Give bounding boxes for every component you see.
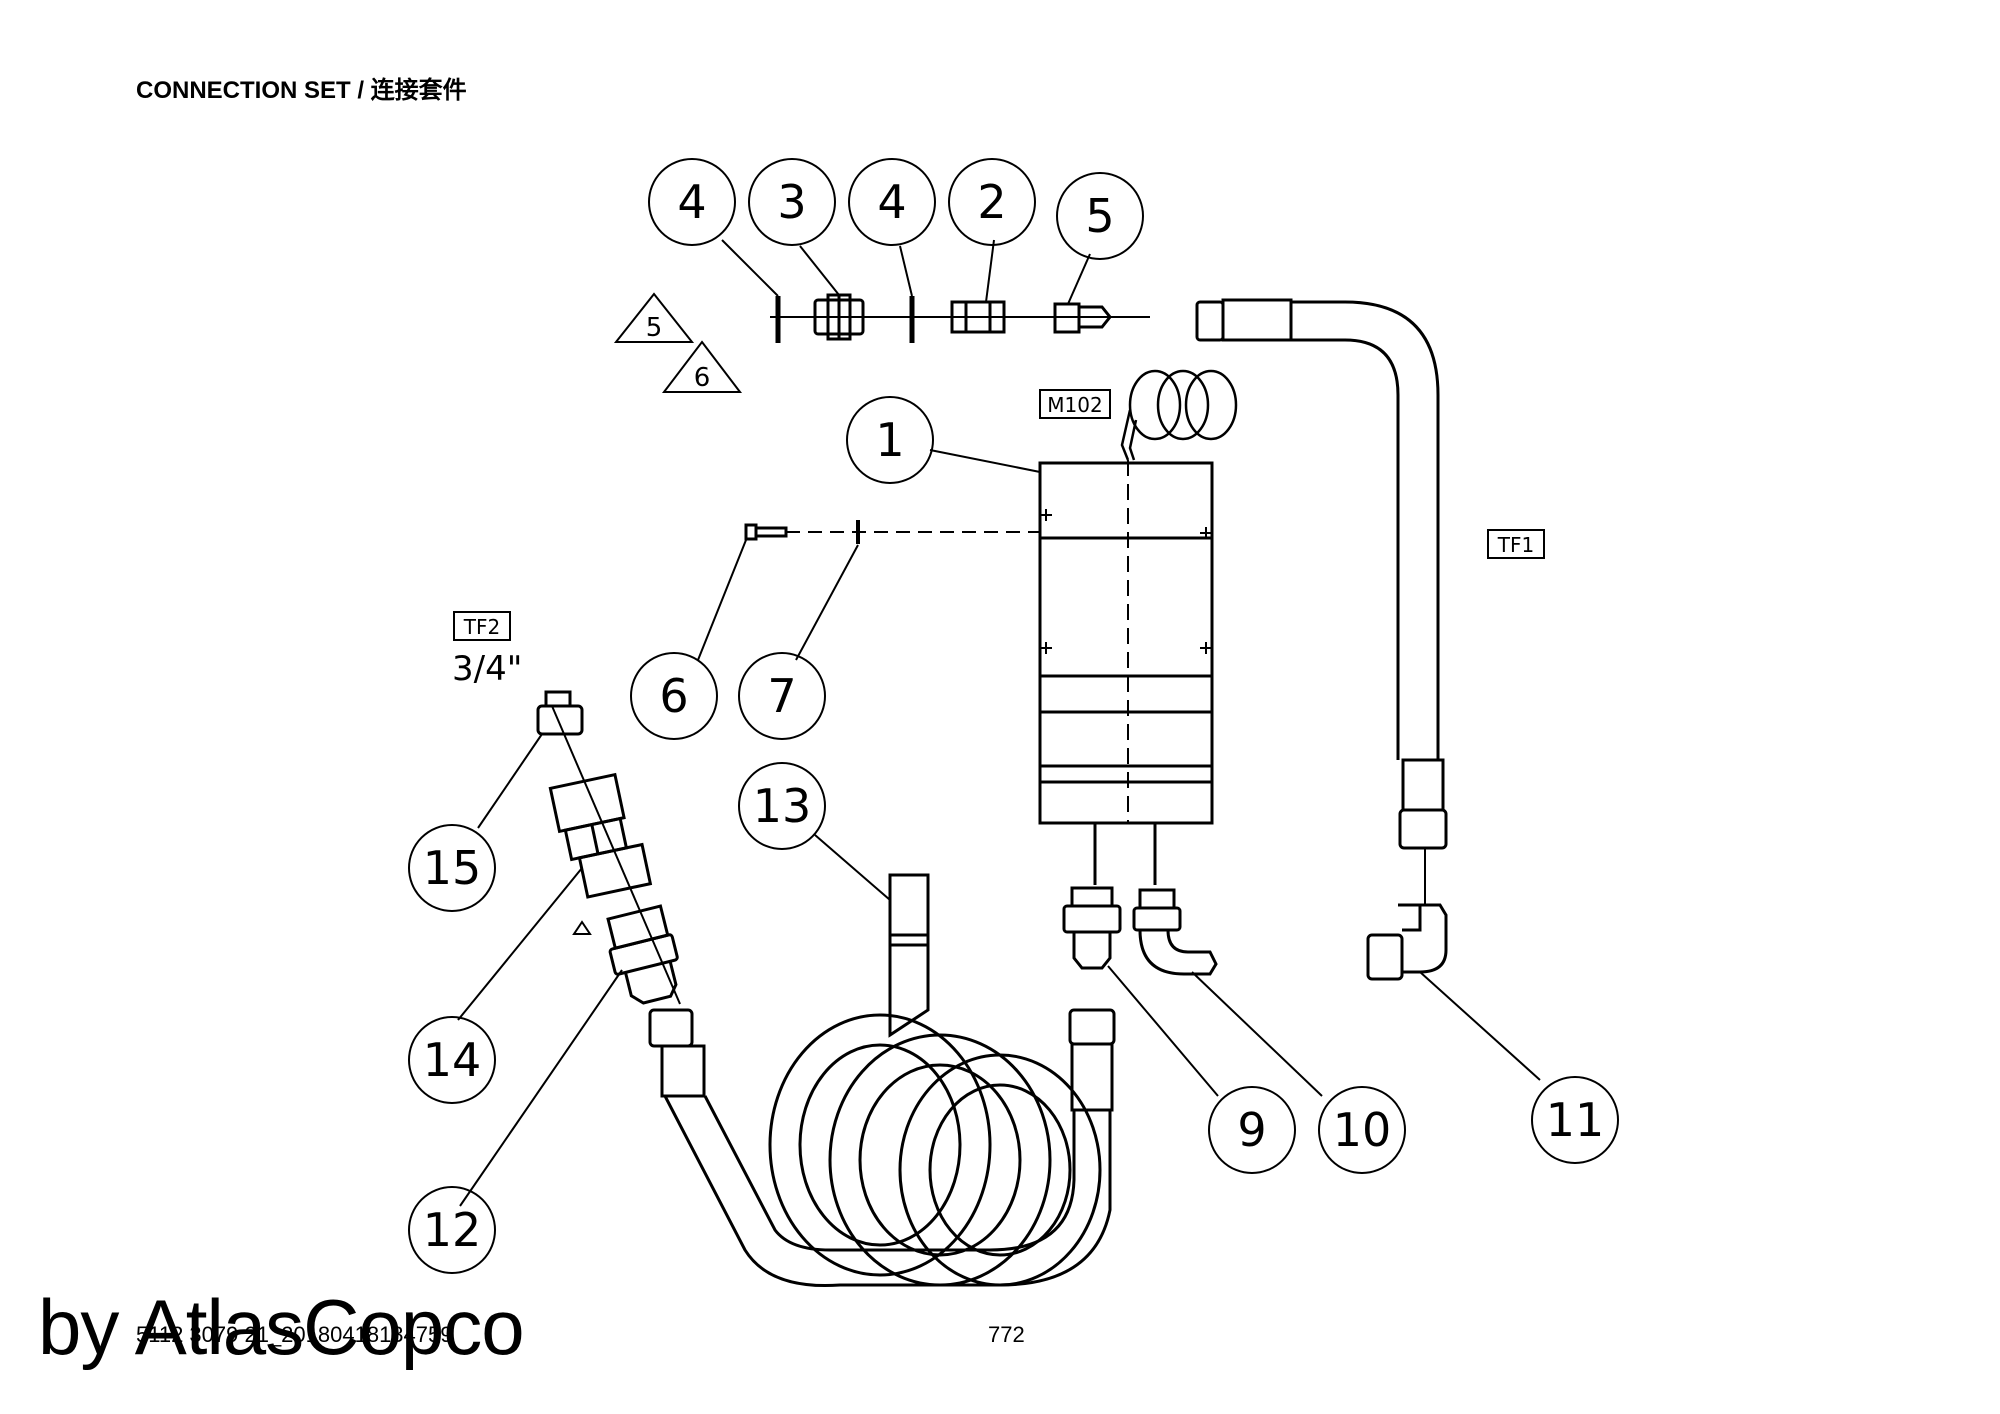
balloon-12: 12 bbox=[423, 1203, 482, 1257]
part-1-main-body bbox=[1038, 460, 1214, 885]
leader-lines bbox=[457, 239, 1541, 1207]
part-9-fitting bbox=[1062, 886, 1122, 970]
left-assembly-axis bbox=[551, 705, 681, 1005]
label-tf1: TF1 bbox=[1497, 533, 1534, 557]
balloon-10: 10 bbox=[1333, 1103, 1392, 1157]
balloon-14: 14 bbox=[423, 1033, 482, 1087]
balloon-5: 5 bbox=[1085, 189, 1114, 243]
page-number: 772 bbox=[988, 1322, 1025, 1347]
balloon-circles bbox=[408, 158, 1619, 1274]
balloon-7: 7 bbox=[767, 669, 796, 723]
reference-triangle-6 bbox=[661, 340, 743, 393]
triangle-5-number: 5 bbox=[646, 313, 663, 343]
reference-triangle-5 bbox=[613, 292, 695, 343]
page-title: CONNECTION SET / 连接套件 bbox=[136, 77, 467, 104]
part-13-tube-cut bbox=[888, 873, 930, 1038]
watermark: by AtlasCopco bbox=[38, 1283, 525, 1371]
hose-coil bbox=[648, 1008, 1116, 1288]
balloon-9: 9 bbox=[1237, 1103, 1266, 1157]
label-box-tf1 bbox=[1487, 529, 1545, 559]
part-5-nipple bbox=[1053, 302, 1112, 334]
part-6-screw bbox=[744, 523, 788, 541]
label-box-m102 bbox=[1039, 389, 1111, 419]
balloon-11: 11 bbox=[1546, 1093, 1605, 1147]
label-m102: M102 bbox=[1047, 393, 1102, 417]
part-12-adapter bbox=[606, 904, 679, 1005]
balloon-1: 1 bbox=[875, 413, 904, 467]
label-tf2: TF2 bbox=[463, 615, 500, 639]
label-box-tf2 bbox=[453, 611, 511, 641]
balloon-13: 13 bbox=[753, 779, 812, 833]
label-size-3-4-inch: 3/4" bbox=[452, 649, 522, 689]
balloon-6: 6 bbox=[659, 669, 688, 723]
part-2-adapter bbox=[950, 300, 1006, 334]
reference-triangle-small bbox=[572, 920, 592, 935]
balloon-15: 15 bbox=[423, 841, 482, 895]
balloon-3: 3 bbox=[777, 175, 806, 229]
balloon-4-right: 4 bbox=[877, 175, 906, 229]
hose-tf1 bbox=[1195, 298, 1448, 850]
balloon-2: 2 bbox=[977, 175, 1006, 229]
coil-wire-m102 bbox=[1120, 369, 1238, 461]
triangle-6-number: 6 bbox=[694, 363, 711, 393]
part-15-cap bbox=[536, 690, 584, 736]
part-10-elbow bbox=[1132, 888, 1218, 976]
balloon-4-left: 4 bbox=[677, 175, 706, 229]
document-number: 5112 3079 21_20180418134759 bbox=[136, 1322, 453, 1347]
part-14-valve bbox=[548, 772, 653, 899]
part-11-elbow bbox=[1366, 848, 1448, 981]
